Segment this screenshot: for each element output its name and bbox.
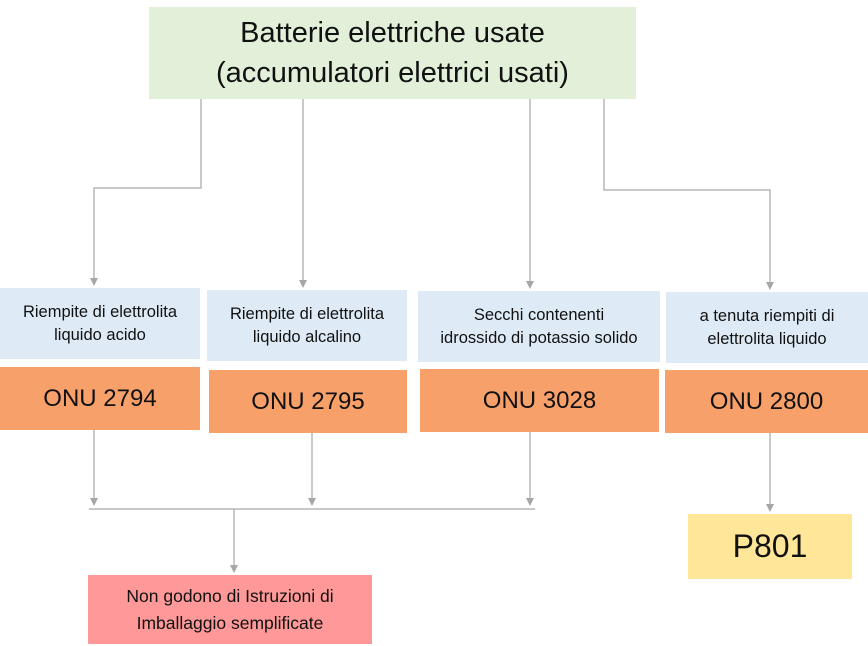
no-instructions-label: Non godono di Istruzioni di Imballaggio … <box>126 585 334 633</box>
category-box-sealed: a tenuta riempiti di elettrolita liquido <box>666 292 868 363</box>
connector-top-cat1 <box>90 99 202 286</box>
onu-box-3028: ONU 3028 <box>420 369 659 432</box>
connector-top-cat4 <box>603 99 774 290</box>
category-label: Riempite di elettrolita liquido alcalino <box>229 304 385 346</box>
p801-box: P801 <box>688 514 852 579</box>
p801-label: P801 <box>732 528 808 564</box>
category-box-acid: Riempite di elettrolita liquido acido <box>0 288 200 359</box>
top-box: Batterie elettriche usate (accumulatori … <box>149 7 636 99</box>
onu-label: ONU 3028 <box>482 386 597 414</box>
onu-box-2795: ONU 2795 <box>209 370 407 433</box>
category-label: Riempite di elettrolita liquido acido <box>22 302 178 344</box>
onu-box-2800: ONU 2800 <box>665 370 868 433</box>
onu-label: ONU 2800 <box>709 387 824 415</box>
top-title-line1: Batterie elettriche usate <box>240 17 545 49</box>
onu-box-2794: ONU 2794 <box>0 367 200 430</box>
category-label: a tenuta riempiti di elettrolita liquido <box>699 306 835 348</box>
category-box-dry: Secchi contenenti idrossido di potassio … <box>418 291 660 362</box>
category-box-alkaline: Riempite di elettrolita liquido alcalino <box>207 290 407 361</box>
top-title-line2: (accumulatori elettrici usati) <box>216 57 569 89</box>
onu-label: ONU 2795 <box>251 387 365 415</box>
no-instructions-box: Non godono di Istruzioni di Imballaggio … <box>88 575 372 644</box>
onu-label: ONU 2794 <box>43 384 157 412</box>
category-label: Secchi contenenti idrossido di potassio … <box>440 305 638 347</box>
